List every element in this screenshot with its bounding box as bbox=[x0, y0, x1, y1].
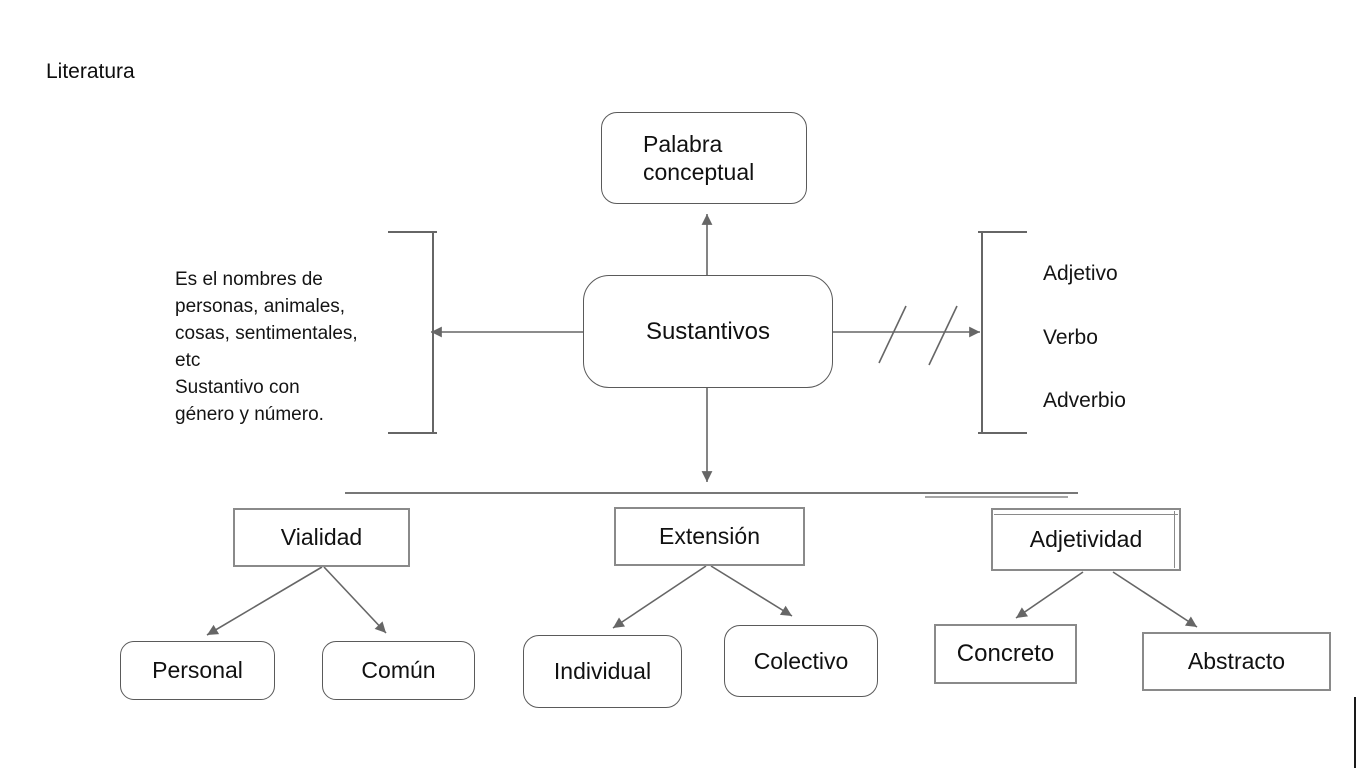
node-label: Adjetividad bbox=[1029, 526, 1143, 553]
arrow-extension-individual bbox=[612, 565, 707, 629]
node-label: Individual bbox=[553, 658, 652, 685]
node-label: Común bbox=[361, 657, 436, 684]
node-personal[interactable]: Personal bbox=[120, 641, 275, 700]
node-label: Extensión bbox=[658, 523, 760, 550]
node-label: Sustantivos bbox=[645, 317, 771, 345]
node-adjetividad[interactable]: Adjetividad bbox=[991, 508, 1181, 571]
node-label: Colectivo bbox=[753, 647, 849, 674]
note-left-description: Es el nombres de personas, animales, cos… bbox=[175, 269, 358, 425]
slash-marks bbox=[878, 305, 958, 366]
arrow-vialidad-personal bbox=[206, 566, 323, 636]
node-label: Concreto bbox=[956, 640, 1055, 668]
node-label: Abstracto bbox=[1187, 648, 1286, 675]
node-abstracto[interactable]: Abstracto bbox=[1142, 632, 1331, 691]
node-label: Vialidad bbox=[280, 524, 363, 551]
arrow-extension-colectivo bbox=[710, 565, 793, 617]
node-individual[interactable]: Individual bbox=[523, 635, 682, 708]
list-item-adjetivo: Adjetivo bbox=[1043, 262, 1118, 285]
bracket-right bbox=[978, 231, 1027, 434]
node-palabra-conceptual[interactable]: Palabra conceptual bbox=[601, 112, 807, 204]
arrow-vialidad-comun bbox=[323, 566, 387, 634]
bracket-left bbox=[388, 231, 437, 434]
list-item-verbo: Verbo bbox=[1043, 326, 1098, 349]
arrow-adjetividad-concreto bbox=[1015, 571, 1084, 619]
node-label: Personal bbox=[152, 657, 243, 684]
node-label: Palabra conceptual bbox=[643, 130, 755, 185]
node-comun[interactable]: Común bbox=[322, 641, 475, 700]
node-concreto[interactable]: Concreto bbox=[934, 624, 1077, 684]
page-title: Literatura bbox=[46, 60, 135, 83]
node-vialidad[interactable]: Vialidad bbox=[233, 508, 410, 567]
list-item-adverbio: Adverbio bbox=[1043, 389, 1126, 412]
arrow-adjetividad-abstracto bbox=[1112, 571, 1198, 628]
node-sustantivos[interactable]: Sustantivos bbox=[583, 275, 833, 388]
node-extension[interactable]: Extensión bbox=[614, 507, 805, 566]
node-colectivo[interactable]: Colectivo bbox=[724, 625, 878, 697]
